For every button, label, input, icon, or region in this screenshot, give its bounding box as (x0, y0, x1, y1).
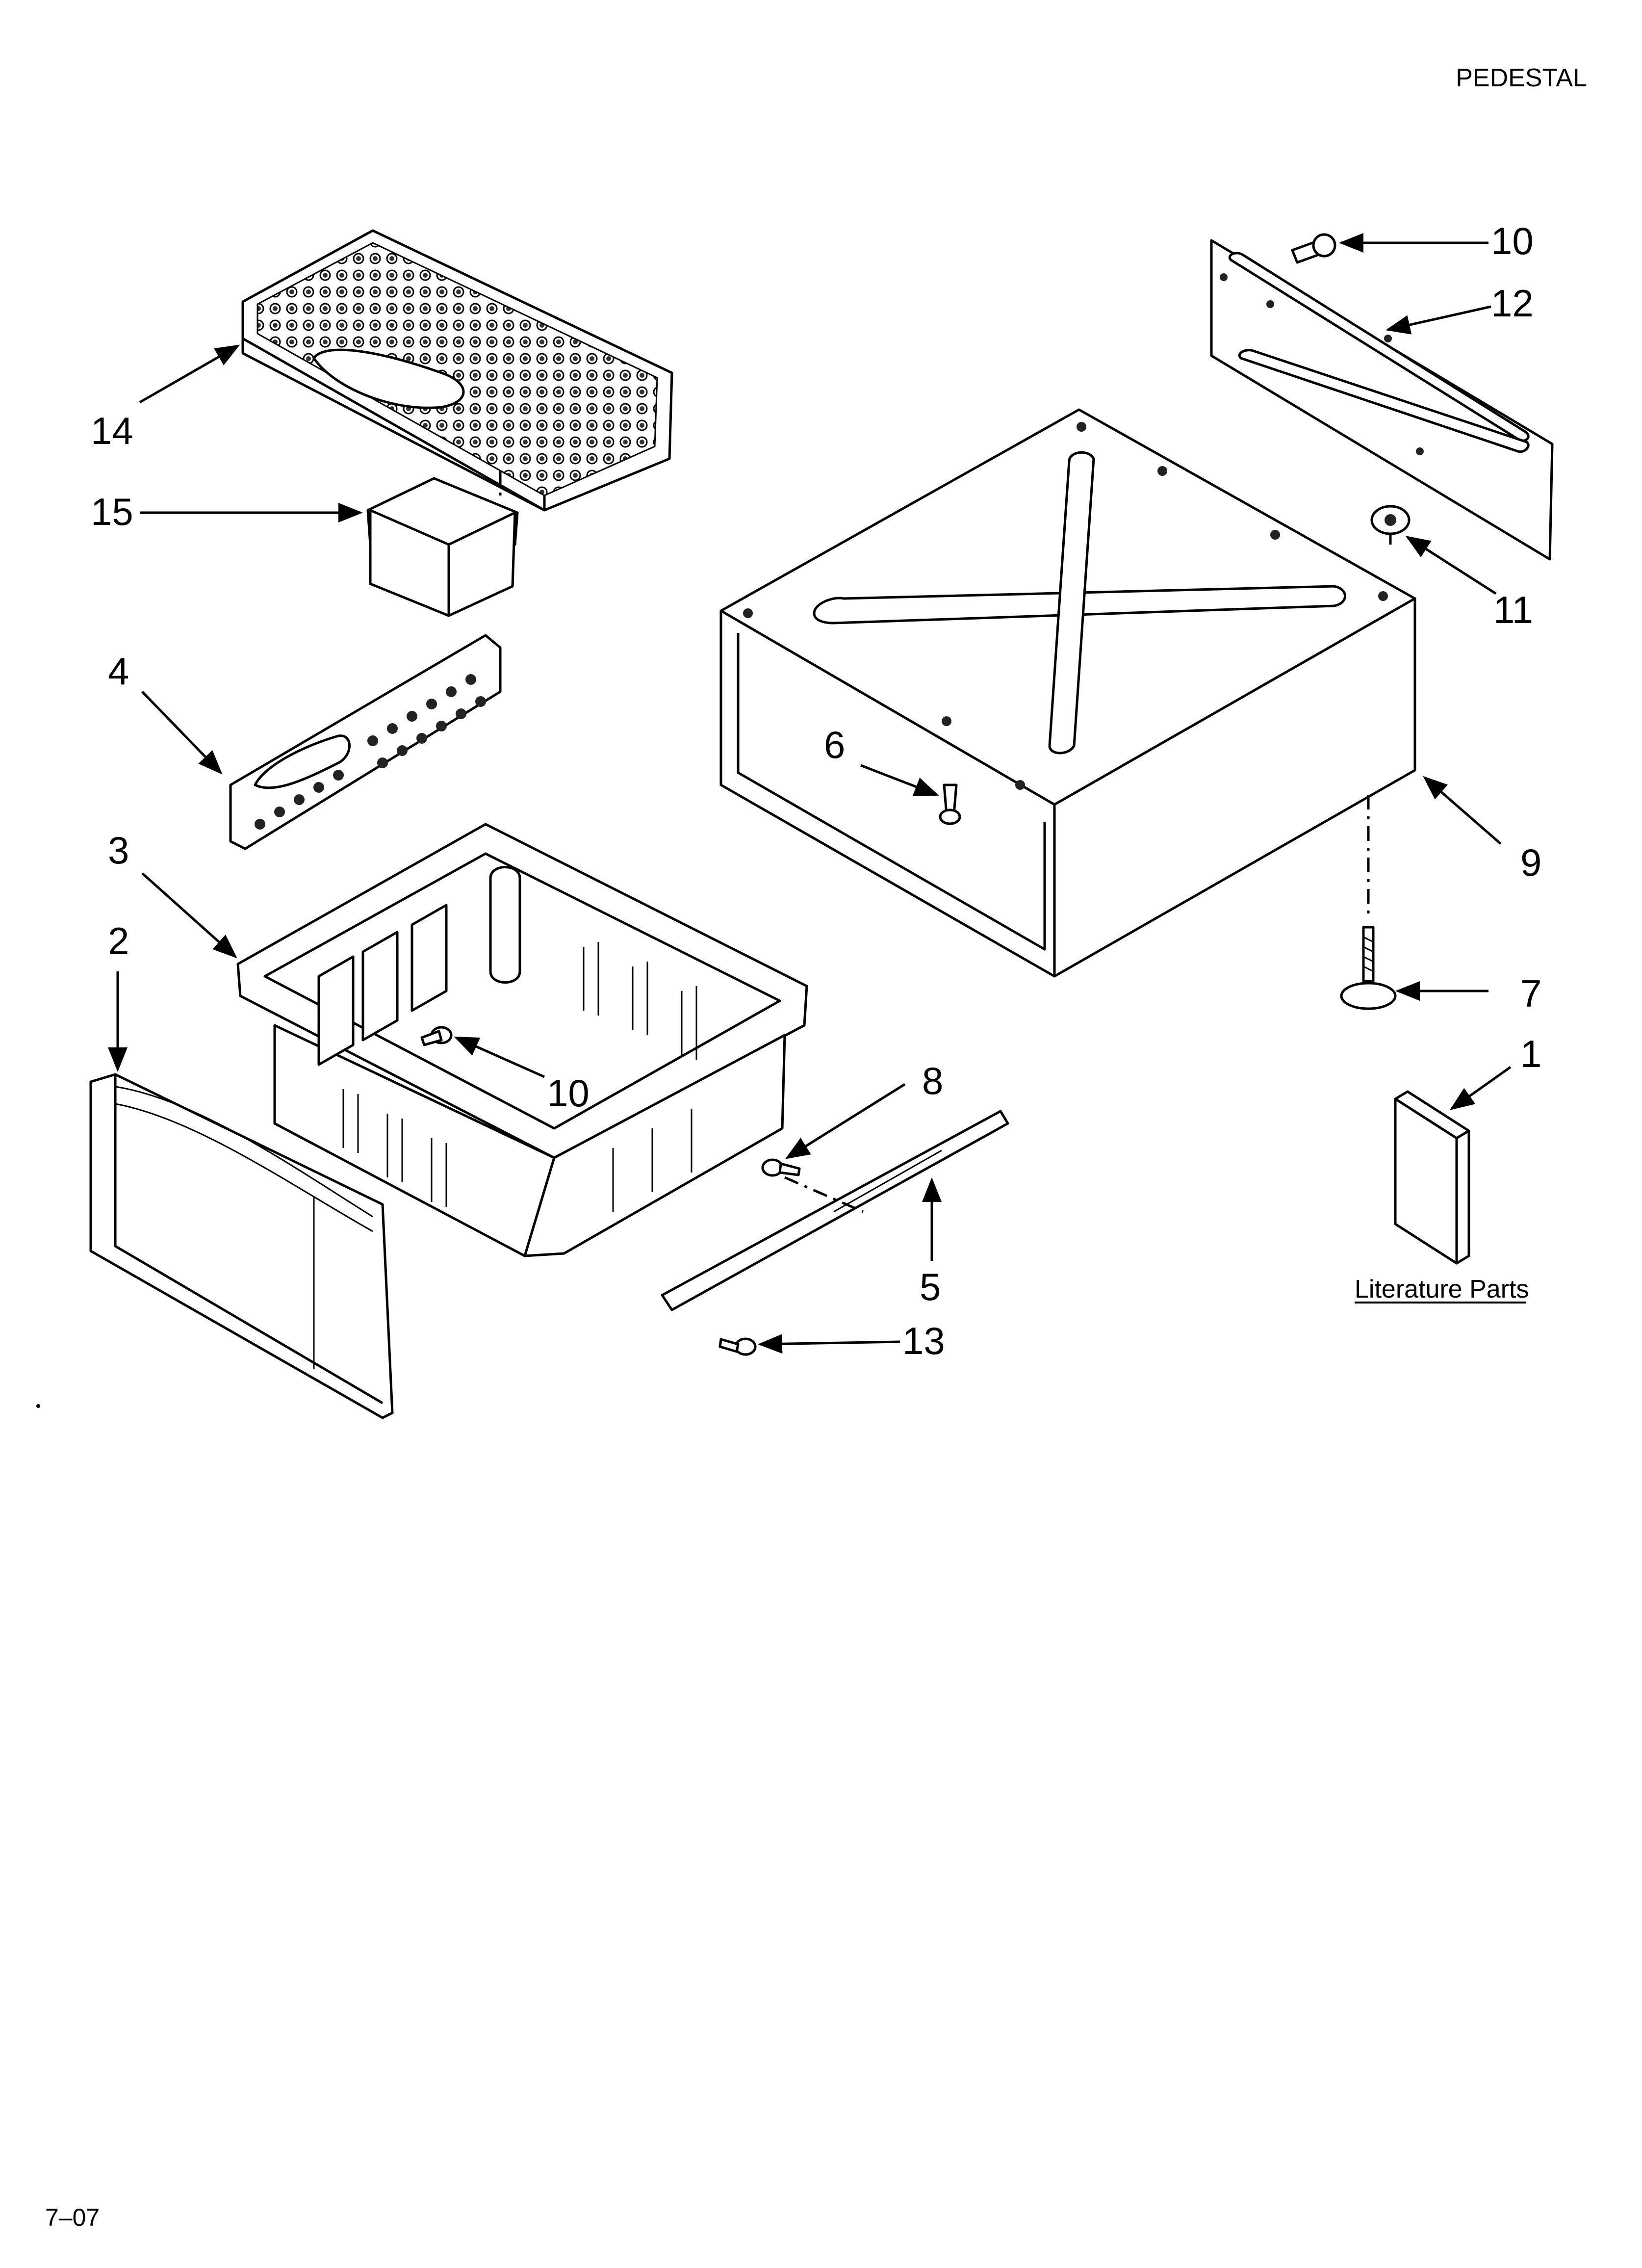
callout-2: 2 (108, 919, 129, 963)
part-5-slide-rail (661, 1110, 1009, 1311)
part-7-leveling-leg (1340, 926, 1397, 1010)
callout-10-top: 10 (1491, 219, 1534, 262)
part-13-screw (718, 1337, 757, 1356)
callout-5: 5 (920, 1265, 941, 1308)
callout-3: 3 (108, 829, 129, 872)
part-10-screw-bin (420, 1026, 453, 1046)
part-9-pedestal-cabinet (719, 408, 1416, 978)
part-14-tray-cover (241, 229, 673, 512)
callout-7: 7 (1520, 972, 1541, 1015)
callout-1: 1 (1520, 1032, 1541, 1075)
callout-14: 14 (91, 409, 133, 452)
literature-booklet (1394, 1090, 1470, 1265)
part-3-drawer-bin (236, 823, 808, 1257)
date-code: 7–07 (45, 2204, 100, 2231)
part-8-screw (761, 1158, 801, 1177)
section-title: PEDESTAL (1456, 64, 1587, 92)
part-10-screw-top (1291, 233, 1336, 264)
part-12-brace-plate (1210, 239, 1554, 561)
callout-11: 11 (1493, 588, 1533, 631)
callout-15: 15 (91, 490, 133, 533)
part-6-screw (939, 783, 961, 825)
callout-13: 13 (902, 1319, 945, 1362)
callout-9: 9 (1520, 841, 1541, 884)
part-2-drawer-front (89, 1073, 394, 1419)
part-15-small-bin (366, 471, 519, 617)
callout-4: 4 (108, 650, 129, 693)
callout-12: 12 (1491, 282, 1534, 325)
callout-10-bin: 10 (547, 1071, 590, 1115)
literature-parts-label: Literature Parts (1355, 1275, 1529, 1303)
part-4-panel (229, 634, 502, 850)
callout-6: 6 (824, 723, 845, 766)
leader-lines (108, 233, 1512, 1354)
part-11-bumper (1370, 505, 1411, 545)
callout-8: 8 (922, 1059, 943, 1102)
stray-dot (36, 1404, 40, 1408)
